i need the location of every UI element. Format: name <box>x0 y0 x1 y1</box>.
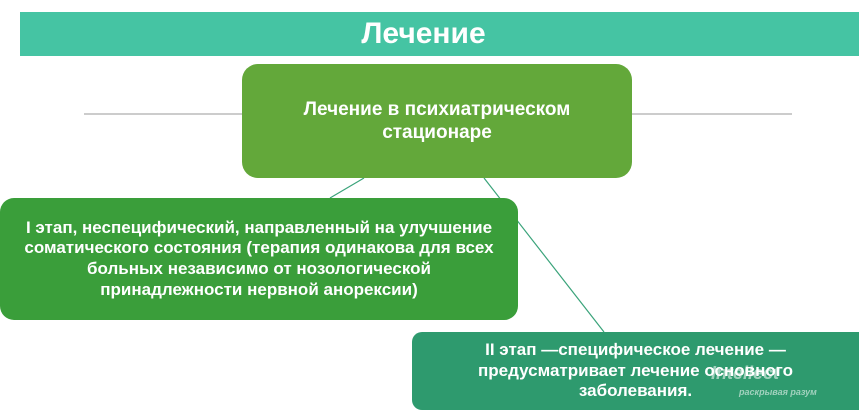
stage2-node: II этап —специфическое лечение — предусм… <box>412 332 859 410</box>
main-node-text: Лечение в психиатрическом стационаре <box>303 98 571 143</box>
watermark-line1: Intellect <box>711 363 780 383</box>
watermark-logo: Intellect раскрывая разум <box>705 361 859 405</box>
stage2-node-text: II этап —специфическое лечение — предусм… <box>478 339 793 401</box>
watermark-line2: раскрывая разум <box>739 387 817 397</box>
stage1-node: I этап, неспецифический, направленный на… <box>0 198 518 320</box>
title-bar: Лечение <box>20 12 859 56</box>
main-node: Лечение в психиатрическом стационаре <box>242 64 632 178</box>
connector-to-stage1 <box>329 177 365 199</box>
diagram-title: Лечение <box>361 17 486 50</box>
stage1-node-text: I этап, неспецифический, направленный на… <box>24 217 494 299</box>
